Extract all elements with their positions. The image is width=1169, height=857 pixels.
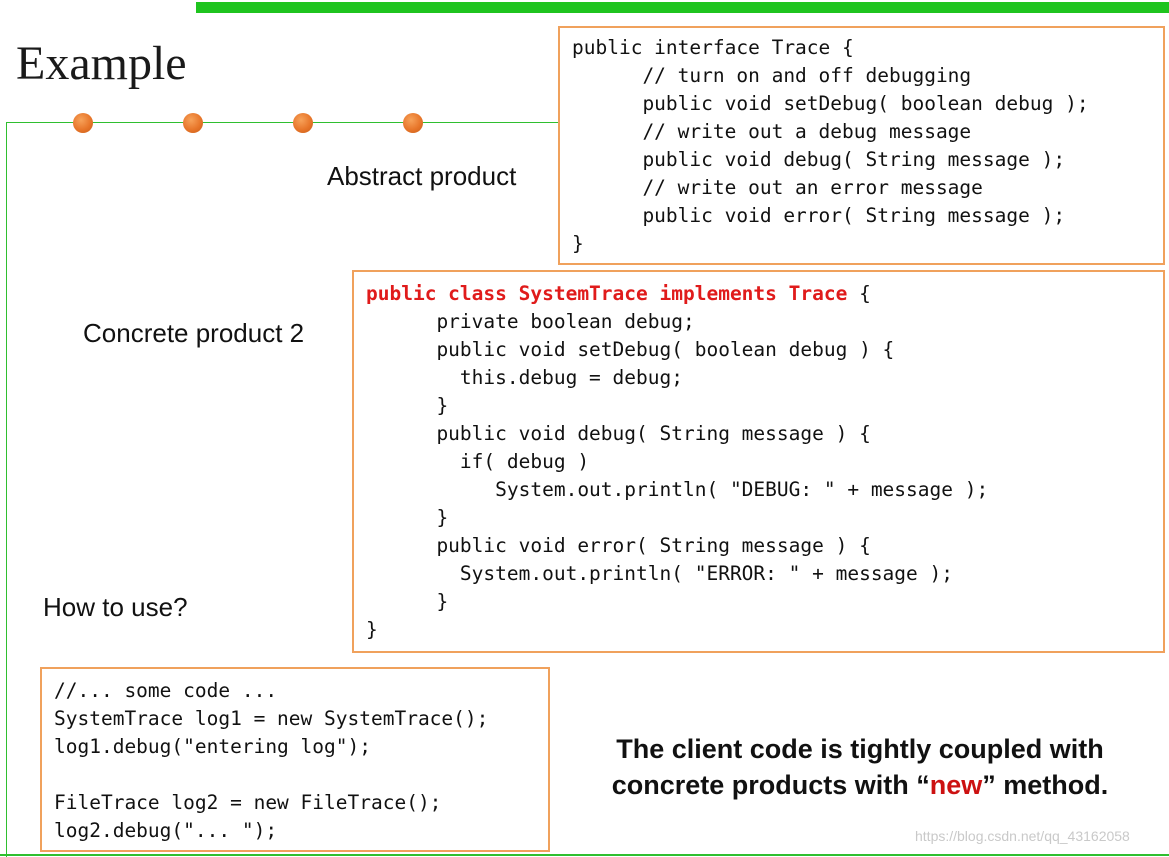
note-prefix: concrete products with “ [611, 770, 930, 800]
code-line: // write out a debug message [572, 120, 972, 143]
code-box-interface: public interface Trace { // turn on and … [558, 26, 1165, 265]
code-line: this.debug = debug; [366, 366, 683, 389]
code-line: public interface Trace { [572, 36, 854, 59]
code-line: log1.debug("entering log"); [54, 735, 371, 758]
code-box-concrete-class: public class SystemTrace implements Trac… [352, 270, 1165, 653]
code-line: //... some code ... [54, 679, 278, 702]
code-line: public void error( String message ) { [366, 534, 871, 557]
code-line: // write out an error message [572, 176, 983, 199]
code-line: System.out.println( "ERROR: " + message … [366, 562, 953, 585]
code-line-header: public class SystemTrace implements Trac… [366, 280, 1163, 308]
note-suffix: ” method. [982, 770, 1109, 800]
code-interface: public interface Trace { // turn on and … [572, 34, 1163, 258]
code-line: private boolean debug; [366, 310, 695, 333]
bullet-dot-icon [293, 113, 313, 133]
label-abstract-product: Abstract product [327, 161, 517, 191]
code-line: } [572, 232, 584, 255]
code-line: } [366, 394, 449, 417]
code-line: public void debug( String message ); [572, 148, 1066, 171]
code-line: FileTrace log2 = new FileTrace(); [54, 791, 442, 814]
coupling-note: The client code is tightly coupled with … [560, 731, 1160, 803]
code-line [54, 761, 548, 789]
code-line: public void setDebug( boolean debug ); [572, 92, 1089, 115]
code-line: } [366, 590, 449, 613]
code-line: // turn on and off debugging [572, 64, 972, 87]
code-usage: //... some code ... SystemTrace log1 = ne… [54, 677, 548, 845]
note-line-1: The client code is tightly coupled with [616, 734, 1104, 764]
frame-line-vertical [6, 122, 7, 857]
code-concrete-class: public class SystemTrace implements Trac… [366, 280, 1163, 644]
code-line: } [366, 506, 449, 529]
code-line: log2.debug("... "); [54, 819, 278, 842]
bullet-dot-icon [183, 113, 203, 133]
watermark-text: https://blog.csdn.net/qq_43162058 [915, 828, 1130, 844]
code-line: if( debug ) [366, 450, 590, 473]
code-line: public void error( String message ); [572, 204, 1066, 227]
label-how-to-use: How to use? [43, 592, 188, 622]
code-line: public void debug( String message ) { [366, 422, 871, 445]
code-keywords: public class SystemTrace implements Trac… [366, 282, 848, 305]
code-line: public void setDebug( boolean debug ) { [366, 338, 895, 361]
bottom-divider [0, 854, 1169, 856]
code-line: } [366, 618, 378, 641]
bullet-dot-icon [403, 113, 423, 133]
top-accent-bar [196, 2, 1169, 13]
code-box-usage: //... some code ... SystemTrace log1 = ne… [40, 667, 550, 852]
slide-title: Example [16, 37, 187, 90]
code-brace: { [847, 282, 871, 305]
note-highlight-new: new [929, 770, 983, 800]
code-line: SystemTrace log1 = new SystemTrace(); [54, 707, 489, 730]
note-line-2: concrete products with “new” method. [560, 767, 1160, 803]
frame-line-horizontal [6, 122, 558, 123]
bullet-dot-icon [73, 113, 93, 133]
label-concrete-product: Concrete product 2 [83, 318, 305, 348]
code-line: System.out.println( "DEBUG: " + message … [366, 478, 989, 501]
